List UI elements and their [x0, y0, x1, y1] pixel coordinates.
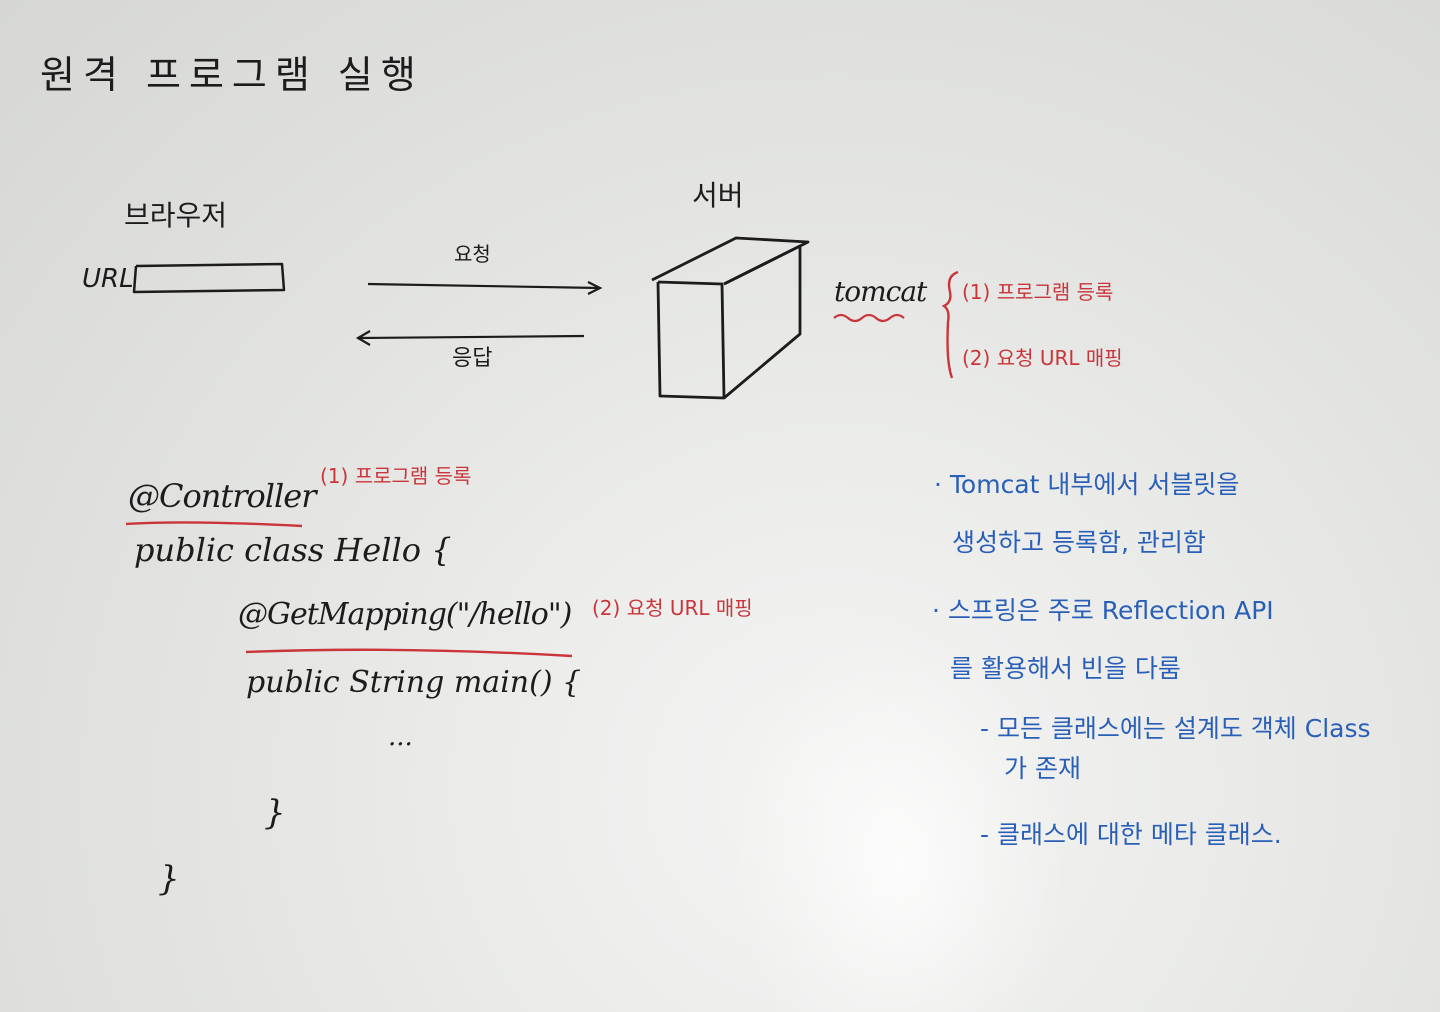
tomcat-note-register: (1) 프로그램 등록 — [962, 280, 1114, 304]
code-note-mapping: (2) 요청 URL 매핑 — [592, 596, 753, 620]
controller-underline — [125, 521, 303, 528]
response-arrow — [355, 330, 585, 346]
class-declaration: public class Hello { — [134, 531, 452, 569]
code-ellipsis: ... — [388, 722, 413, 752]
note-line: 가 존재 — [1004, 754, 1081, 783]
url-label: URL — [82, 264, 134, 294]
getmapping-underline — [245, 648, 573, 658]
tomcat-brace — [941, 270, 959, 379]
class-close-brace: } — [158, 859, 180, 899]
method-close-brace: } — [264, 793, 286, 833]
method-declaration: public String main() { — [246, 665, 582, 700]
getmapping-annotation: @GetMapping("/hello") — [238, 597, 572, 632]
code-note-register: (1) 프로그램 등록 — [320, 464, 472, 488]
server-box — [651, 236, 810, 400]
controller-annotation: @Controller — [128, 477, 316, 515]
note-line: - 모든 클래스에는 설계도 객체 Class — [980, 714, 1371, 743]
tomcat-note-mapping: (2) 요청 URL 매핑 — [962, 346, 1123, 370]
note-line: 를 활용해서 빈을 다룸 — [950, 654, 1181, 683]
server-label: 서버 — [692, 179, 744, 212]
tomcat-underline — [833, 313, 905, 323]
note-line: 생성하고 등록함, 관리함 — [952, 528, 1206, 557]
tomcat-label: tomcat — [834, 275, 927, 308]
url-bar-shape — [132, 262, 286, 294]
request-arrow — [367, 281, 603, 295]
page-title: 원격 프로그램 실행 — [40, 53, 424, 97]
response-label: 응답 — [452, 346, 493, 371]
request-label: 요청 — [454, 242, 491, 266]
note-line: · Tomcat 내부에서 서블릿을 — [934, 470, 1240, 499]
browser-label: 브라우저 — [124, 199, 228, 232]
note-line: · 스프링은 주로 Reflection API — [932, 596, 1274, 625]
note-line: - 클래스에 대한 메타 클래스. — [980, 820, 1282, 849]
